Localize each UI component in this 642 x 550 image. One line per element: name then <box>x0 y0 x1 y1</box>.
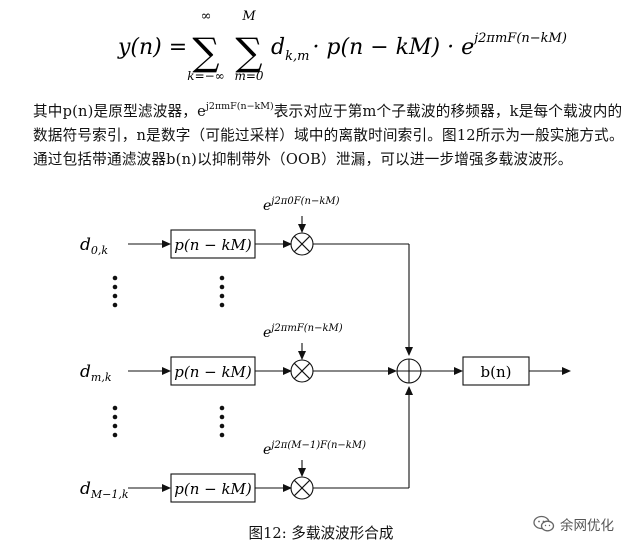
shifter-label-rowm: ej2πmF(n−kM) <box>263 323 343 341</box>
formula-rest: · p(n − kM) · e <box>312 35 474 60</box>
wechat-icon <box>533 515 555 532</box>
sum1-symbol: ∑ <box>192 30 219 74</box>
input-label-rowm: dm,k <box>80 362 112 384</box>
figure-caption: 图12: 多载波波形合成 <box>248 525 394 542</box>
sum2-upper-limit: M <box>241 9 256 24</box>
sum1-upper-limit: ∞ <box>201 9 212 24</box>
formula-d-subscript: k,m <box>285 49 309 64</box>
formula-lhs: y(n) = <box>117 35 187 60</box>
filter-label-rowm: p(n − kM) <box>174 363 252 381</box>
filter-label-row0: p(n − kM) <box>174 236 252 254</box>
synthesis-formula: y(n) = ∞ ∑ k=−∞ M ∑ m=0 dk,m· p(n − kM) … <box>117 9 567 83</box>
sum2-symbol: ∑ <box>235 30 262 74</box>
formula-term: dk,m· p(n − kM) · ej2πmF(n−kM) <box>271 31 567 64</box>
watermark: 余网优化 <box>533 512 614 536</box>
sum1-lower-limit: k=−∞ <box>187 69 224 83</box>
watermark-text: 余网优化 <box>560 518 614 534</box>
input-label-rowM1: dM−1,k <box>80 479 129 501</box>
shifter-label-row0: ej2π0F(n−kM) <box>263 196 340 214</box>
paragraph-part1: 其中p(n)是原型滤波器，e <box>33 103 206 120</box>
formula-exponent: j2πmF(n−kM) <box>471 31 567 46</box>
shifter-label-rowM1: ej2π(M−1)F(n−kM) <box>263 440 366 458</box>
description-paragraph: 其中p(n)是原型滤波器，ej2πmF(n−kM)表示对应于第m个子载波的移频器… <box>33 95 629 172</box>
multicarrier-synthesis-diagram: d0,k dm,k dM−1,k p(n − kM) p(n − kM) p(n… <box>80 196 571 503</box>
formula-d: d <box>271 35 285 60</box>
bandpass-label: b(n) <box>481 363 512 381</box>
paragraph-superscript: j2πmF(n−kM) <box>205 101 274 112</box>
ellipsis-dots <box>112 275 225 438</box>
sum2-lower-limit: m=0 <box>234 69 263 83</box>
input-label-row0: d0,k <box>80 235 108 257</box>
filter-label-rowM1: p(n − kM) <box>174 480 252 498</box>
paragraph-part2: 表示对应于第m个子载波的移频器，k是每个载波内的数据符号索引，n是数字（可能过采… <box>33 103 624 168</box>
